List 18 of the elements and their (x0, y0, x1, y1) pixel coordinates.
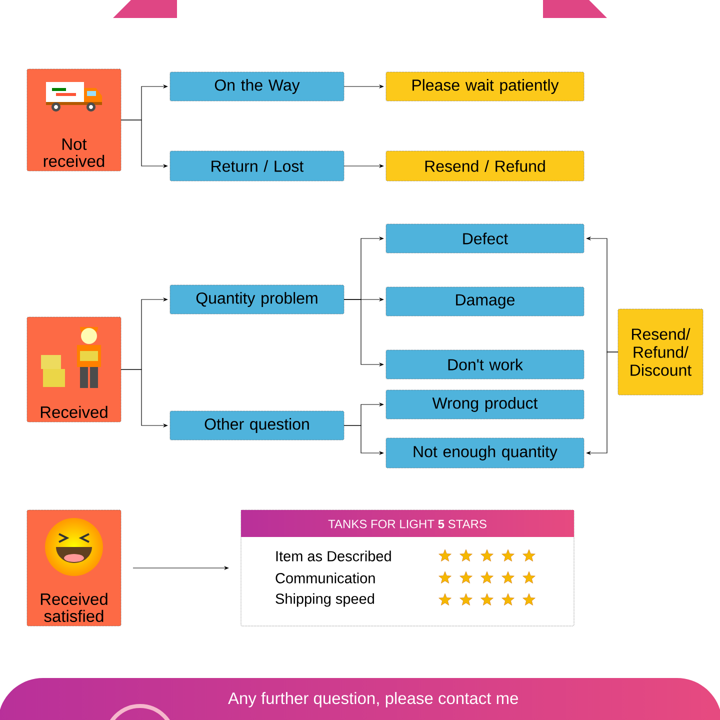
card-header: TANKS FOR LIGHT 5 STARS (328, 520, 486, 528)
option-box: On the Way (170, 72, 344, 102)
rating-label: Item as Described (276, 550, 391, 562)
option-box: Damage (386, 286, 584, 316)
banner: Any further question, please contact me (104, 692, 518, 720)
option-box: Not enough quantity (386, 438, 584, 468)
option-box: Quantity problem (170, 284, 344, 314)
option-box: Return / Lost (170, 150, 344, 182)
node-label: Any further question, please contact me (228, 692, 518, 708)
option-box: Wrong product (386, 390, 584, 420)
rating-label: Shipping speed (276, 593, 374, 607)
option-box: Defect (386, 224, 584, 254)
option-box: Other question (170, 410, 344, 440)
solution-box: Resend/ Refund/ Discount (618, 308, 704, 396)
rating-label: Communication (276, 572, 375, 584)
option-box: Don't work (386, 350, 584, 380)
solution-box: Resend / Refund (386, 150, 584, 182)
solution-box: Please wait patiently (386, 72, 584, 102)
